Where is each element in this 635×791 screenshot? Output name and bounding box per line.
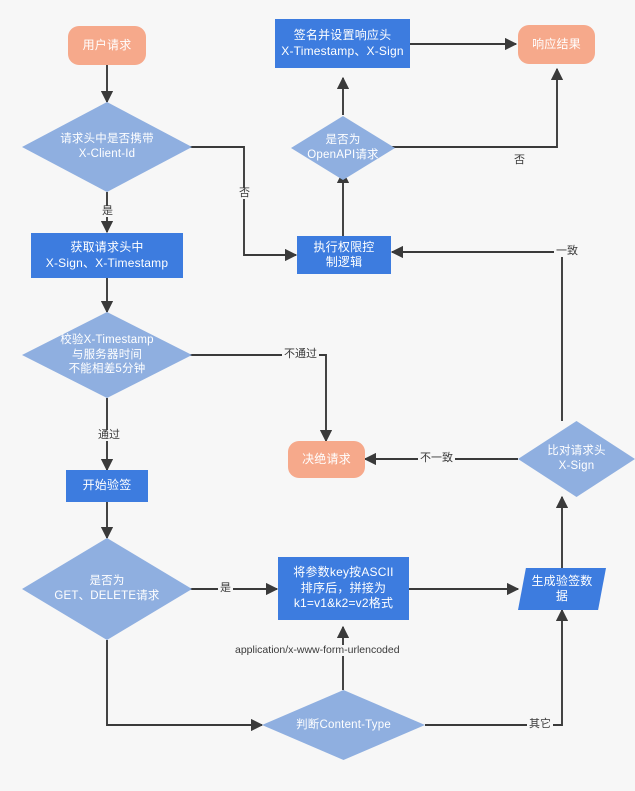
node-reject-request[interactable]: 决绝请求 [288,441,365,478]
line-2: GET、DELETE请求 [54,590,160,602]
node-reject-request-label: 决绝请求 [302,451,351,466]
node-check-timestamp[interactable]: 校验X-Timestamp 与服务器时间 不能相差5分钟 [22,312,192,398]
node-check-timestamp-label: 校验X-Timestamp 与服务器时间 不能相差5分钟 [57,333,157,377]
node-get-headers-label: 获取请求头中 X-Sign、X-Timestamp [43,240,172,271]
node-user-request[interactable]: 用户请求 [68,26,146,65]
line-2: X-Sign [558,460,595,472]
node-is-openapi-label: 是否为 OpenAPI请求 [304,133,381,162]
node-exec-auth-logic[interactable]: 执行权限控 制逻辑 [297,236,391,274]
line-1: 将参数key按ASCII [293,565,394,580]
node-sign-response[interactable]: 签名并设置响应头 X-Timestamp、X-Sign [275,19,410,68]
edge-label-content-type-other: 其它 [527,718,553,730]
edge-label-timestamp-fail: 不通过 [282,348,319,360]
node-gen-sign-data[interactable]: 生成验签数 据 [518,568,606,610]
node-sign-response-label: 签名并设置响应头 X-Timestamp、X-Sign [278,28,407,59]
line-1: 获取请求头中 [70,240,144,255]
node-judge-content-type[interactable]: 判断Content-Type [262,690,425,760]
line-2: X-Sign、X-Timestamp [45,255,169,270]
node-sort-params-label: 将参数key按ASCII 排序后，拼接为 k1=v1&k2=v2格式 [290,565,396,611]
node-has-client-id[interactable]: 请求头中是否携带 X-Client-Id [22,102,192,192]
node-is-get-delete-label: 是否为 GET、DELETE请求 [51,574,162,603]
node-compare-sign[interactable]: 比对请求头 X-Sign [518,421,635,497]
line-1: 是否为 [325,134,361,147]
node-is-openapi[interactable]: 是否为 OpenAPI请求 [291,116,395,180]
edge-label-yes-client-id: 是 [100,205,115,217]
edge-label-timestamp-pass: 通过 [96,429,122,441]
node-start-verify[interactable]: 开始验签 [66,470,148,502]
line-2: X-Timestamp、X-Sign [281,43,404,58]
line-1: 生成验签数 [531,573,593,588]
line-1: 签名并设置响应头 [293,28,392,43]
node-response-result[interactable]: 响应结果 [518,25,595,64]
node-exec-auth-logic-label: 执行权限控 制逻辑 [310,240,377,271]
node-start-verify-label: 开始验签 [82,478,132,493]
line-1: 校验X-Timestamp [60,333,154,346]
edge-label-sign-mismatch: 不一致 [418,452,455,464]
edge-label-no-client-id: 否 [237,187,252,199]
line-2: 排序后，拼接为 [300,580,387,595]
line-1: 执行权限控 [313,239,375,254]
line-3: k1=v1&k2=v2格式 [293,596,394,611]
line-2: OpenAPI请求 [307,149,379,161]
line-3: 不能相差5分钟 [68,363,146,376]
line-2: X-Client-Id [78,148,136,160]
edge-label-content-type-form: application/x-www-form-urlencoded [233,644,402,656]
line-1: 是否为 [89,575,125,588]
node-has-client-id-label: 请求头中是否携带 X-Client-Id [57,132,157,161]
edge-label-openapi-no: 否 [512,154,527,166]
node-response-result-label: 响应结果 [532,36,581,51]
node-get-headers[interactable]: 获取请求头中 X-Sign、X-Timestamp [31,233,183,278]
line-1: 请求头中是否携带 [60,133,154,146]
line-2: 制逻辑 [325,255,363,269]
line-2: 据 [555,589,569,603]
node-user-request-label: 用户请求 [82,37,132,52]
node-compare-sign-label: 比对请求头 X-Sign [544,444,609,473]
node-is-get-delete[interactable]: 是否为 GET、DELETE请求 [22,538,192,640]
node-gen-sign-data-label: 生成验签数 据 [528,574,595,605]
node-judge-content-type-label: 判断Content-Type [296,718,391,731]
node-sort-params[interactable]: 将参数key按ASCII 排序后，拼接为 k1=v1&k2=v2格式 [278,557,409,620]
line-1: 比对请求头 [547,445,606,458]
edge-label-sign-match: 一致 [554,245,580,257]
edge-label-yes-get-delete: 是 [218,582,233,594]
line-2: 与服务器时间 [71,348,143,361]
